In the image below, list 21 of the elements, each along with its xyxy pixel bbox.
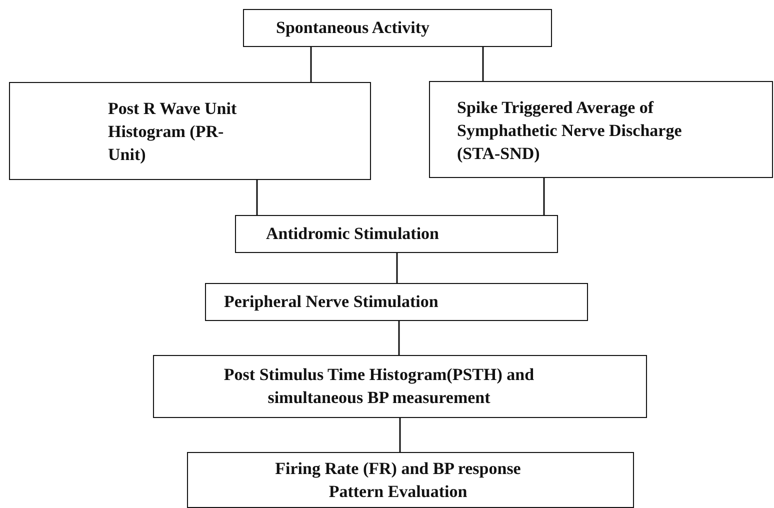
connector-line: [310, 47, 312, 82]
process-box: [429, 81, 773, 178]
box-label: Post R Wave Unit Histogram (PR-Unit): [108, 98, 238, 166]
box-label: Firing Rate (FR) and BP response Pattern Evaluation: [274, 458, 522, 503]
connector-line: [399, 418, 401, 452]
box-label: Peripheral Nerve Stimulation: [224, 291, 440, 313]
box-label: Spike Triggered Average of Symphathetic Nerve Discharge (STA-SND): [457, 97, 683, 165]
box-label: Spontaneous Activity: [276, 17, 430, 39]
box-label: Antidromic Stimulation: [266, 223, 440, 245]
connector-line: [482, 47, 484, 81]
process-box: [243, 9, 552, 47]
process-box: [187, 452, 634, 508]
process-box: [205, 283, 588, 321]
connector-line: [398, 321, 400, 355]
connector-line: [543, 178, 545, 215]
process-box: [9, 82, 371, 180]
connector-line: [256, 180, 258, 215]
box-label: Post Stimulus Time Histogram(PSTH) and simultaneous BP measurement: [222, 364, 536, 409]
process-box: [235, 215, 558, 253]
connector-line: [396, 253, 398, 283]
process-box: [153, 355, 647, 418]
